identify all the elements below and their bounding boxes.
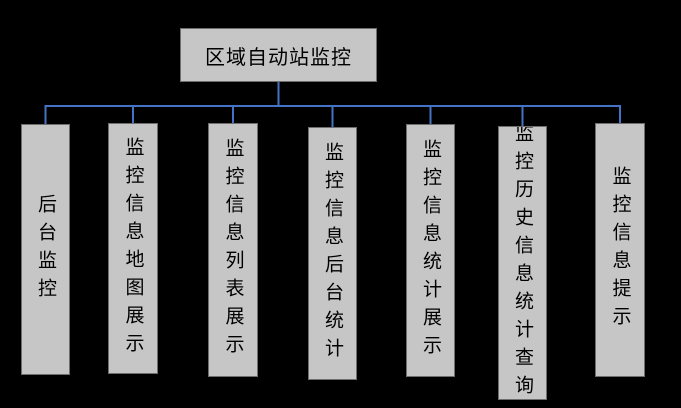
root-node: 区域自动站监控: [180, 28, 377, 82]
tree-connector-group: [44, 80, 621, 130]
child-node-backend-statistics: 监控信息后台统计: [308, 127, 357, 380]
child-node-label: 监控信息统计展示: [420, 138, 442, 363]
child-node-label: 后台监控: [35, 193, 57, 306]
child-node-label: 监控信息提示: [609, 166, 632, 334]
child-node-info-alert: 监控信息提示: [595, 123, 645, 377]
child-node-map-display: 监控信息地图展示: [108, 123, 158, 374]
child-node-label: 监控信息后台统计: [322, 141, 344, 366]
child-node-label: 监控历史信息统计查询: [512, 126, 534, 400]
root-node-label: 区域自动站监控: [205, 44, 352, 69]
child-node-label: 监控信息列表展示: [222, 138, 245, 362]
child-node-backend-monitoring: 后台监控: [21, 124, 70, 375]
child-node-list-display: 监控信息列表展示: [208, 123, 258, 377]
child-node-statistics-display: 监控信息统计展示: [406, 124, 455, 377]
child-node-history-query: 监控历史信息统计查询: [498, 126, 547, 400]
child-node-label: 监控信息地图展示: [122, 136, 145, 361]
